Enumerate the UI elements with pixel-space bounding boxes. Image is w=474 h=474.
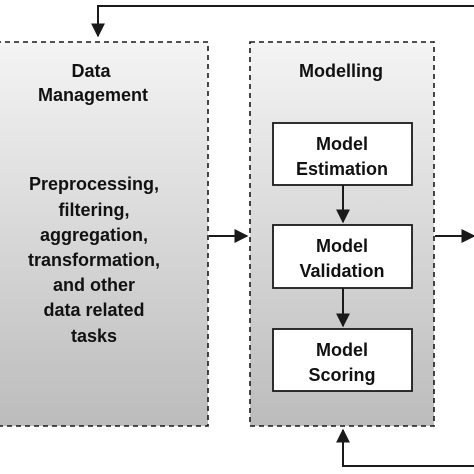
data-management-description-line: Preprocessing, bbox=[29, 174, 159, 194]
top-feedback-arrow bbox=[91, 5, 474, 38]
data-management-title-line2: Management bbox=[38, 85, 148, 105]
model-scoring-line2: Scoring bbox=[308, 365, 375, 385]
data-management-description-line: filtering, bbox=[59, 200, 130, 220]
model-scoring-box bbox=[272, 328, 413, 392]
model-estimation-line1: Model bbox=[316, 134, 368, 154]
data-management-description-line: tasks bbox=[71, 326, 117, 346]
data-management-description-line: data related bbox=[43, 300, 144, 320]
data-management-panel: Data Management Preprocessing, filtering… bbox=[0, 41, 209, 427]
data-management-description-line: transformation, bbox=[28, 250, 160, 270]
bottom-feedback-arrow bbox=[336, 428, 474, 467]
model-estimation-box bbox=[272, 122, 413, 186]
data-management-description-line: and other bbox=[53, 275, 135, 295]
model-validation-line2: Validation bbox=[299, 261, 384, 281]
model-validation-line1: Model bbox=[316, 236, 368, 256]
data-management-title-line1: Data bbox=[71, 61, 111, 81]
model-scoring-line1: Model bbox=[316, 340, 368, 360]
model-estimation-line2: Estimation bbox=[296, 159, 388, 179]
data-management-description-line: aggregation, bbox=[40, 225, 148, 245]
data-management-box bbox=[0, 41, 209, 427]
modelling-panel: Modelling Model Estimation Model Validat… bbox=[249, 41, 435, 427]
modelling-title: Modelling bbox=[299, 61, 383, 81]
